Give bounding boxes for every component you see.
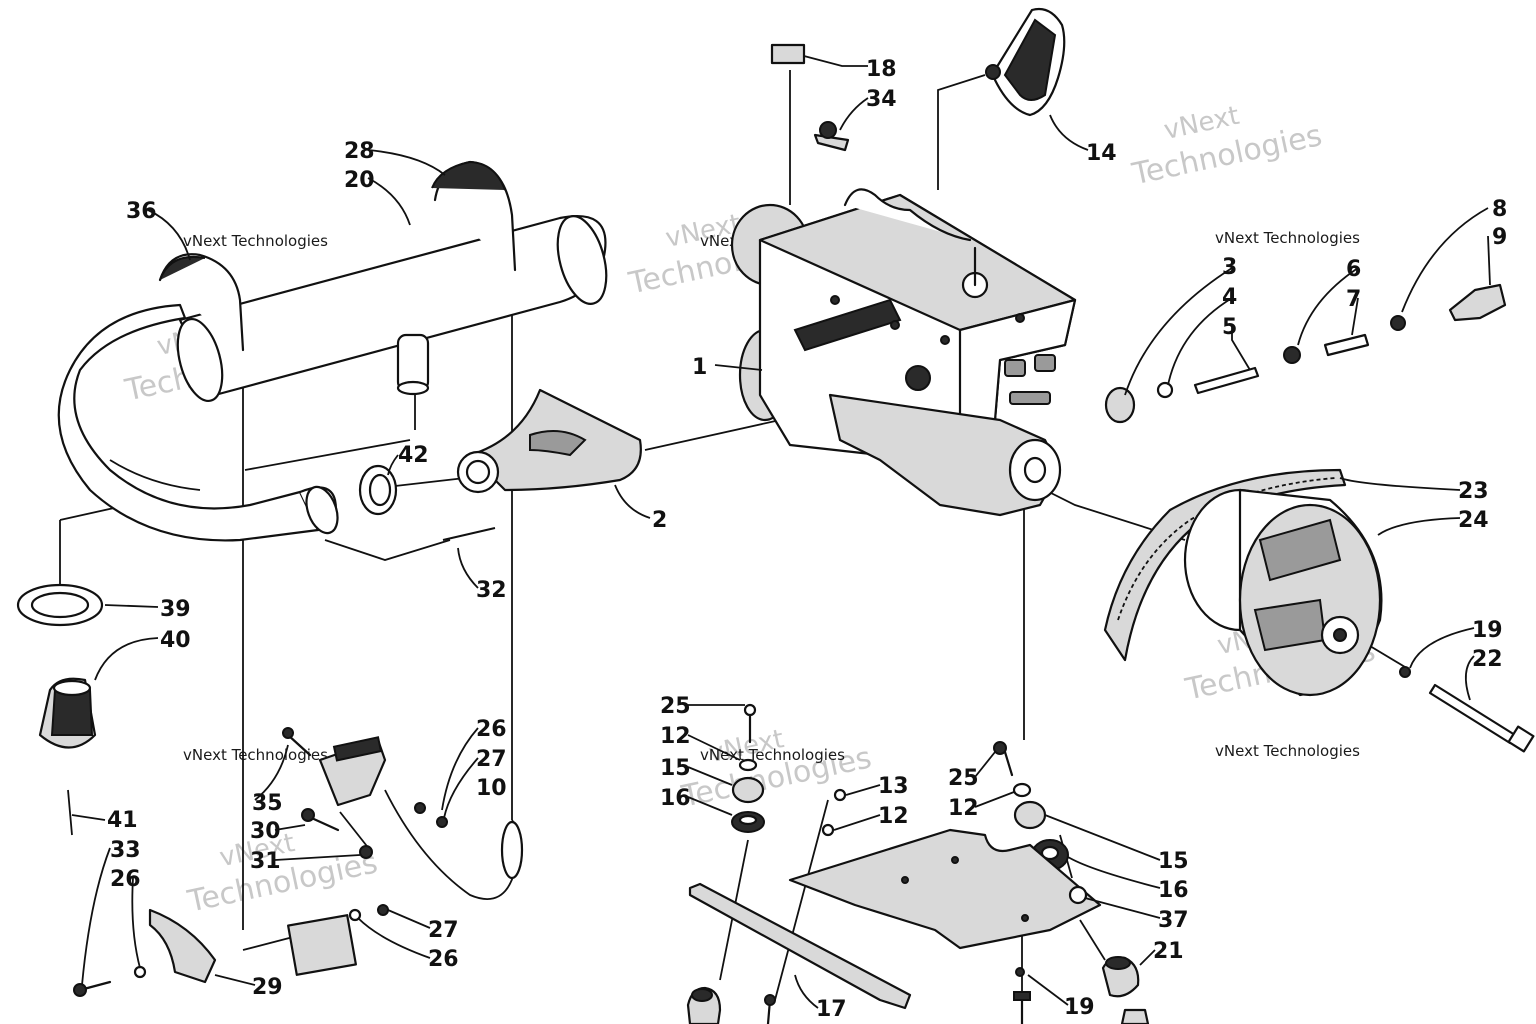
callout-34: 34: [866, 87, 897, 112]
callout-10: 10: [476, 776, 507, 801]
seal-ring: [358, 464, 398, 516]
callout-17: 17: [816, 997, 847, 1022]
callout-33: 33: [110, 838, 141, 863]
callout-5: 5: [1222, 315, 1237, 340]
callout-12: 12: [878, 804, 909, 829]
callout-16: 16: [1158, 878, 1189, 903]
callout-28: 28: [344, 139, 375, 164]
lower-mounts: [686, 956, 1150, 1024]
bracket-and-cable: [318, 736, 524, 900]
clutch-bolt: [1399, 666, 1535, 753]
watermark-text: vNext Technologies: [1215, 742, 1360, 760]
callout-23: 23: [1458, 479, 1489, 504]
callout-6: 6: [1346, 257, 1361, 282]
callout-9: 9: [1492, 225, 1507, 250]
mounting-rail: [688, 882, 912, 1010]
callout-27: 27: [428, 918, 459, 943]
callout-25: 25: [660, 694, 691, 719]
callout-3: 3: [1222, 255, 1237, 280]
callout-26: 26: [110, 867, 141, 892]
engine-assembly: [730, 188, 1077, 517]
callout-15: 15: [660, 756, 691, 781]
callout-14: 14: [1086, 141, 1117, 166]
callout-39: 39: [160, 597, 191, 622]
grommet-and-boot: [16, 583, 104, 836]
callout-13: 13: [878, 774, 909, 799]
washer-12: [821, 823, 835, 837]
callout-1: 1: [692, 355, 707, 380]
engine-mount-hardware-right: [1104, 283, 1507, 424]
hardware-lower-left: [73, 727, 389, 997]
callout-leaders: [71, 55, 1491, 1009]
callout-26: 26: [476, 717, 507, 742]
engine-mount-left: [731, 703, 765, 833]
callout-32: 32: [476, 578, 507, 603]
callout-31: 31: [250, 849, 281, 874]
watermark-text: vNext Technologies: [183, 746, 328, 764]
callout-21: 21: [1153, 939, 1184, 964]
callout-29: 29: [252, 975, 283, 1000]
watermark-text: vNext Technologies: [1215, 229, 1360, 247]
exhaust-springs: [158, 160, 517, 352]
muffler: [176, 215, 608, 402]
callout-27: 27: [476, 747, 507, 772]
callout-16: 16: [660, 786, 691, 811]
callout-8: 8: [1492, 197, 1507, 222]
callout-36: 36: [126, 199, 157, 224]
callout-35: 35: [252, 791, 283, 816]
exhaust-pipe: [57, 303, 339, 542]
callout-22: 22: [1472, 647, 1503, 672]
callout-18: 18: [866, 57, 897, 82]
callout-37: 37: [1158, 908, 1189, 933]
callout-12: 12: [948, 796, 979, 821]
watermark-text: vNext Technologies: [183, 232, 328, 250]
decal-18: [770, 43, 806, 65]
reference-lines: [59, 70, 1411, 1001]
clip-34: [813, 121, 850, 152]
callout-labels: 18 34 14 28 20 36 1 42 2 32 3 4 5 6 7 8 …: [107, 57, 1507, 1022]
drive-clutch-and-belt: [1103, 468, 1383, 697]
callout-25: 25: [948, 766, 979, 791]
starter-handle-14: [985, 7, 1066, 117]
callout-15: 15: [1158, 849, 1189, 874]
callout-12: 12: [660, 724, 691, 749]
callout-4: 4: [1222, 285, 1237, 310]
callout-26: 26: [428, 947, 459, 972]
spring-32: [442, 527, 496, 541]
watermark-text: vNext Technologies: [700, 746, 845, 764]
callout-24: 24: [1458, 508, 1489, 533]
callout-30: 30: [250, 819, 281, 844]
mounting-plate: [788, 828, 1102, 950]
callout-20: 20: [344, 168, 375, 193]
exhaust-manifold: [456, 388, 642, 494]
callout-7: 7: [1346, 287, 1361, 312]
callout-19: 19: [1472, 618, 1503, 643]
callout-19: 19: [1064, 995, 1095, 1020]
washer-13: [833, 788, 847, 802]
callout-42: 42: [398, 443, 429, 468]
callout-2: 2: [652, 508, 667, 533]
callout-41: 41: [107, 808, 138, 833]
callout-40: 40: [160, 628, 191, 653]
